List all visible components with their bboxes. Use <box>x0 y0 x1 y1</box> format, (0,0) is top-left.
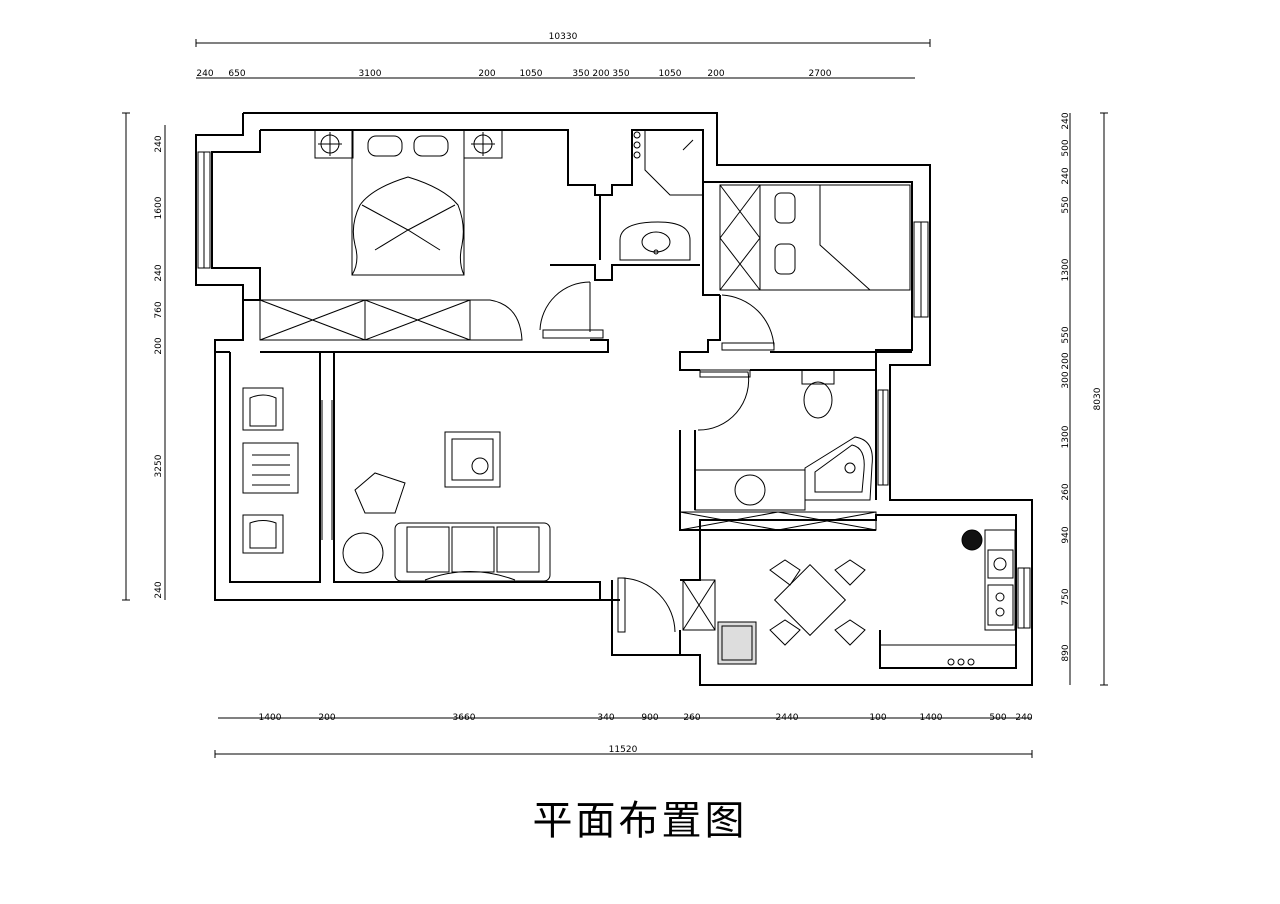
wardrobe-master <box>259 299 523 341</box>
sofa <box>394 522 551 582</box>
dim-left-5: 3250 <box>154 454 164 477</box>
dining-chair-3 <box>769 619 801 646</box>
round-table <box>342 532 384 574</box>
bottom-dimension-chain: 1400 200 3660 340 900 260 2440 100 1400 … <box>218 713 1033 723</box>
dim-bottom-6: 2440 <box>776 713 799 723</box>
dim-right-2: 240 <box>1061 167 1071 184</box>
refrigerator <box>717 621 757 665</box>
top-dimension-chain: 240 650 3100 200 1050 350 200 350 1050 2… <box>196 69 915 79</box>
dim-right-total: 8030 <box>1093 387 1103 410</box>
dim-left-0: 240 <box>154 135 164 152</box>
dim-top-1: 650 <box>228 69 245 79</box>
dim-left-6: 240 <box>154 581 164 598</box>
wardrobe-second <box>719 184 761 291</box>
dim-right-1: 500 <box>1061 139 1071 156</box>
interior-walls <box>229 182 1017 669</box>
dim-bottom-0: 1400 <box>259 713 282 723</box>
kitchen-sink <box>987 549 1014 579</box>
left-dimension-chain: 240 1600 240 760 200 3250 240 <box>122 112 166 601</box>
dim-bottom-10: 240 <box>1015 713 1032 723</box>
window-bathroom <box>877 389 889 486</box>
exterior-walls <box>195 112 1033 686</box>
armchair-left-bottom <box>242 514 284 554</box>
shoe-cabinet <box>682 579 716 631</box>
dim-right-9: 260 <box>1061 483 1071 500</box>
shower-base <box>694 469 806 511</box>
dim-left-3: 760 <box>154 301 164 318</box>
dim-top-6: 200 <box>592 69 609 79</box>
dim-bottom-2: 3660 <box>453 713 476 723</box>
door-second-bedroom[interactable] <box>721 294 775 351</box>
dim-right-7: 300 <box>1061 371 1071 388</box>
window-living <box>321 400 333 540</box>
dim-top-7: 350 <box>612 69 629 79</box>
dim-left-2: 240 <box>154 264 164 281</box>
dim-top-4: 1050 <box>520 69 543 79</box>
dim-top-9: 200 <box>707 69 724 79</box>
right-dimension-chain: 8030 240 500 240 550 1300 550 200 300 13… <box>1061 112 1108 686</box>
dining-chair-1 <box>769 559 801 586</box>
shower-corner <box>633 129 704 196</box>
nightstand-left <box>314 129 354 159</box>
person-figure <box>961 529 983 551</box>
window-bedroom-right <box>913 221 929 318</box>
dim-bottom-3: 340 <box>597 713 614 723</box>
bathroom-cabinet <box>679 511 877 531</box>
dim-top-8: 1050 <box>659 69 682 79</box>
dim-bottom-8: 1400 <box>920 713 943 723</box>
dim-top-10: 2700 <box>809 69 832 79</box>
coffee-table <box>444 431 501 488</box>
dim-right-10: 940 <box>1061 526 1071 543</box>
dim-top-5: 350 <box>572 69 589 79</box>
door-bathroom[interactable] <box>697 369 751 431</box>
dim-right-11: 750 <box>1061 588 1071 605</box>
dim-bottom-4: 900 <box>641 713 658 723</box>
dining-chair-2 <box>834 559 866 586</box>
dim-bottom-9: 500 <box>989 713 1006 723</box>
stove <box>987 584 1014 626</box>
single-bed <box>759 184 911 291</box>
nightstand-right <box>463 129 503 159</box>
washbasin <box>619 221 691 261</box>
top-dimension-total: 10330 <box>195 32 931 47</box>
side-table-slatted <box>242 442 299 494</box>
toilet <box>801 369 835 419</box>
dim-bottom-7: 100 <box>869 713 886 723</box>
bottom-dimension-total: 11520 <box>214 745 1033 758</box>
double-bed <box>351 129 465 276</box>
dim-left-4: 200 <box>154 337 164 354</box>
dim-right-4: 1300 <box>1061 258 1071 281</box>
window-bedroom-left <box>197 151 211 269</box>
armchair-left-top <box>242 387 284 431</box>
dim-bottom-total: 11520 <box>609 745 638 755</box>
dim-top-3: 200 <box>478 69 495 79</box>
dim-right-8: 1300 <box>1061 425 1071 448</box>
dim-top-2: 3100 <box>359 69 382 79</box>
window-kitchen <box>1017 567 1031 629</box>
dim-right-6: 200 <box>1061 352 1071 369</box>
door-entrance[interactable] <box>617 577 676 633</box>
door-master-bedroom[interactable] <box>539 281 604 339</box>
dining-chair-4 <box>834 619 866 646</box>
dim-bottom-1: 200 <box>318 713 335 723</box>
dim-bottom-5: 260 <box>683 713 700 723</box>
dim-left-1: 1600 <box>154 196 164 219</box>
dim-right-3: 550 <box>1061 196 1071 213</box>
kitchen-counter <box>880 529 1016 666</box>
dim-right-5: 550 <box>1061 326 1071 343</box>
bathtub <box>804 436 873 501</box>
dining-table <box>773 563 847 637</box>
lounge-chair <box>354 472 406 514</box>
dim-top-0: 240 <box>196 69 213 79</box>
dim-top-total: 10330 <box>549 32 578 42</box>
dim-right-0: 240 <box>1061 112 1071 129</box>
dim-right-12: 890 <box>1061 644 1071 661</box>
drawing-title: 平面布置图 <box>532 798 748 844</box>
